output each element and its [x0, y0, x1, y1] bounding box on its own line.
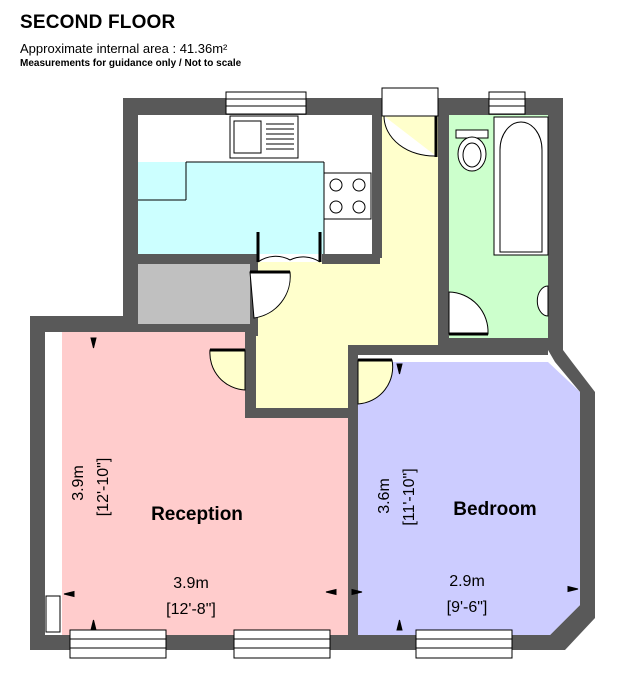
entrance-door — [381, 87, 439, 157]
bedroom-name: Bedroom — [453, 499, 536, 520]
window-bathroom — [488, 91, 526, 115]
reception-width-m: 3.9m — [173, 575, 209, 592]
disclaimer-note: Measurements for guidance only / Not to … — [20, 58, 242, 69]
cupboard-floor — [138, 264, 250, 324]
bedroom-depth-ft: [11'-10"] — [401, 468, 418, 525]
plan-title: SECOND FLOOR — [20, 12, 176, 33]
reception-depth-m: 3.9m — [70, 465, 87, 501]
kitchen-worktop-top — [138, 115, 186, 162]
bathtub-icon — [493, 116, 549, 256]
kitchen-worktop — [138, 162, 324, 254]
bedroom-depth-m: 3.6m — [376, 478, 393, 514]
window-reception-right — [233, 629, 331, 659]
window-kitchen — [225, 91, 307, 115]
internal-area: Approximate internal area : 41.36m² — [20, 41, 228, 56]
window-reception-left — [69, 629, 167, 659]
reception-floor — [62, 332, 348, 635]
bathroom-door — [448, 291, 489, 336]
bedroom-floor — [357, 362, 580, 635]
cupboard-door — [249, 270, 291, 319]
reception-depth-ft: [12'-10"] — [95, 458, 112, 517]
basin-icon — [536, 285, 549, 317]
window-bedroom — [415, 629, 513, 659]
bedroom-door — [357, 358, 394, 405]
bedroom-width-ft: [9'-6"] — [447, 599, 488, 616]
bedroom-width-m: 2.9m — [449, 573, 485, 590]
reception-fitting — [45, 595, 61, 633]
toilet-icon — [455, 129, 489, 172]
dimension-arrows — [63, 337, 579, 631]
sink-icon — [229, 115, 299, 159]
kitchen-double-door — [256, 232, 322, 263]
reception-name: Reception — [151, 504, 243, 525]
hob-icon — [323, 172, 372, 220]
reception-door — [209, 348, 246, 391]
reception-width-ft: [12'-8"] — [166, 601, 216, 618]
